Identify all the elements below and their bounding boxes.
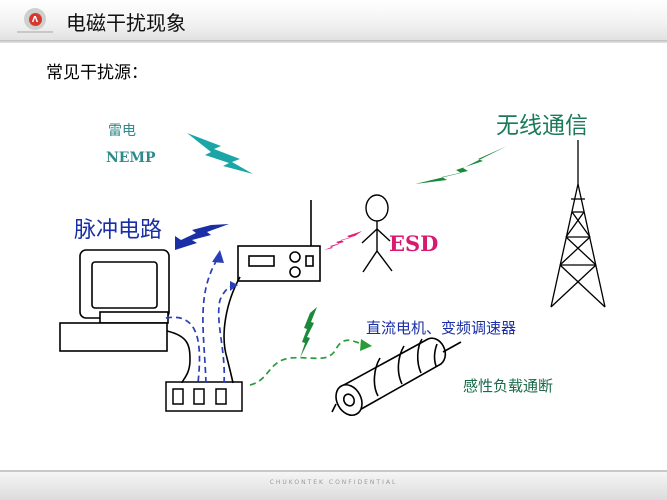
slide-subtitle: 常见干扰源： (46, 63, 148, 83)
footer-band (0, 470, 667, 500)
pulse-bolt-icon (175, 224, 229, 250)
logo-caption (17, 31, 53, 33)
label-wireless: 无线通信 (496, 113, 588, 139)
logo-icon: Λ (24, 8, 46, 30)
label-lightning: 雷电 (108, 123, 136, 139)
esd-bolt-icon (324, 231, 362, 250)
header-divider (0, 40, 667, 43)
slide-title: 电磁干扰现象 (66, 11, 186, 35)
device-icon (237, 200, 321, 282)
person-icon (361, 194, 393, 273)
dashed-arrowheads (212, 250, 372, 351)
tower-icon (550, 140, 606, 308)
power-strip-icon (165, 381, 243, 412)
logo-mark: Λ (28, 12, 42, 26)
lightning-bolt-icon (187, 133, 253, 174)
dashed-paths (165, 257, 366, 386)
footer-text: CHUKONTEK CONFIDENTIAL (269, 479, 398, 486)
cables (166, 276, 241, 384)
motor-icon (331, 337, 462, 417)
header-band (0, 0, 667, 40)
label-pulse-circuit: 脉冲电路 (74, 218, 163, 243)
footer-divider (0, 470, 667, 472)
motor-bolt-icon (300, 307, 317, 358)
wireless-bolt-icon (415, 146, 507, 184)
label-inductive-load: 感性负载通断 (463, 377, 554, 395)
label-esd: ESD (389, 231, 439, 256)
computer-icon (59, 249, 170, 352)
label-motor: 直流电机、变频调速器 (366, 319, 517, 337)
label-nemp: NEMP (106, 150, 156, 166)
